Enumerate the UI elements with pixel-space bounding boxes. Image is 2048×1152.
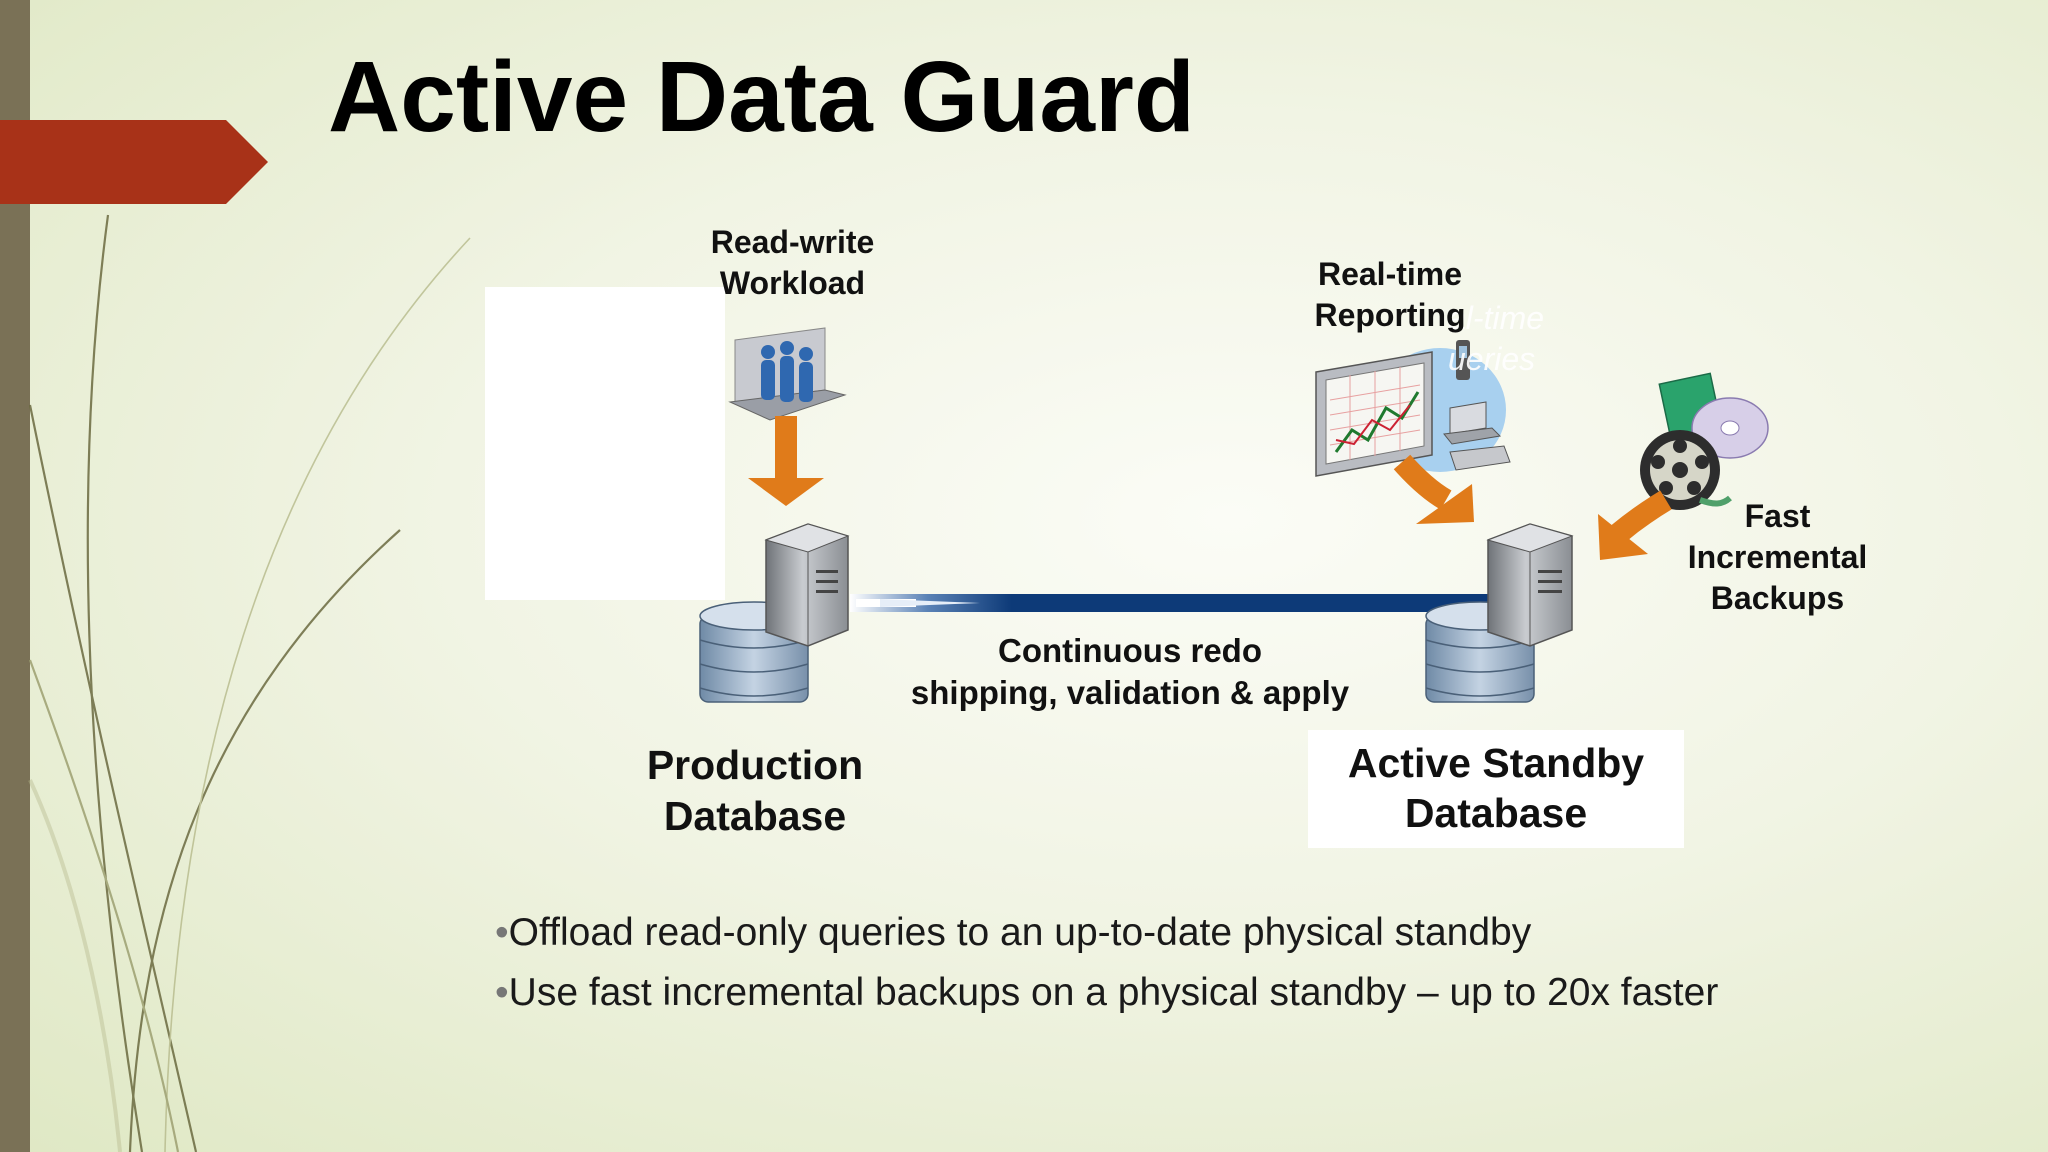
- production-server-icon: [699, 523, 850, 703]
- arrow-backup-standby: [1598, 490, 1672, 560]
- bullet-text: Use fast incremental backups on a physic…: [508, 971, 1719, 1014]
- redo-shipping-line: [850, 594, 1496, 612]
- decorative-curves: [28, 214, 471, 1152]
- active-standby-database-label: Active Standby Database: [1347, 740, 1645, 837]
- arrow-reporting-standby: [1393, 454, 1474, 524]
- bullet-dot: •: [495, 971, 509, 1014]
- standby-label-box: [1308, 730, 1684, 848]
- reporting-monitor-icon: [1315, 340, 1511, 477]
- production-database-label: Production Database: [646, 742, 864, 840]
- people-workload-icon: [728, 327, 847, 421]
- accent-banner: [0, 120, 268, 204]
- redo-shipping-label: Continuous redo shipping, validation & a…: [910, 632, 1350, 712]
- blank-white-panel: [485, 287, 725, 600]
- bullet-item: •Use fast incremental backups on a physi…: [495, 971, 1718, 1015]
- fast-incremental-backups-label: Fast Incremental Backups: [1687, 498, 1868, 616]
- bullet-text: Offload read-only queries to an up-to-da…: [508, 911, 1532, 954]
- reporting-ghost-label: al-time ueries: [1448, 300, 1545, 377]
- slide-title: Active Data Guard: [328, 41, 1195, 153]
- backup-media-icon: [1640, 372, 1769, 510]
- bullet-dot: •: [495, 911, 509, 954]
- standby-server-icon: [1425, 523, 1574, 703]
- real-time-reporting-label: Real-time Reporting: [1314, 256, 1466, 333]
- bullet-item: •Offload read-only queries to an up-to-d…: [495, 911, 1531, 955]
- arrow-down-production: [748, 416, 824, 506]
- read-write-workload-label: Read-write Workload: [710, 224, 875, 301]
